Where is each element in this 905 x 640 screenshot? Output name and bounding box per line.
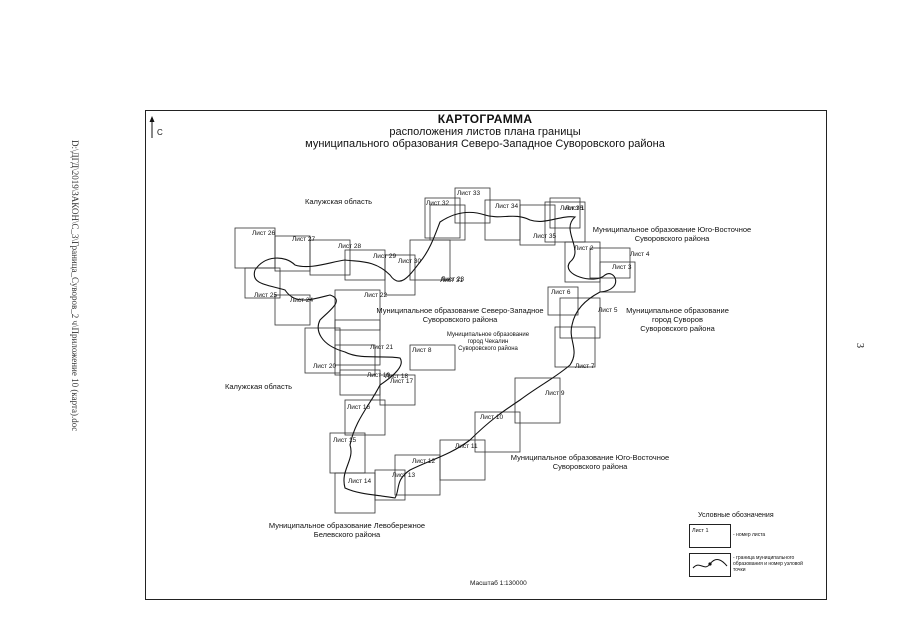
map-scale: Масштаб 1:130000 bbox=[470, 580, 527, 587]
sheet-rect-6 bbox=[547, 286, 579, 316]
sheet-label-19: Лист 19 bbox=[367, 372, 391, 379]
sheet-label-5: Лист 5 bbox=[598, 307, 618, 314]
sheet-rect-12 bbox=[394, 454, 441, 496]
municipality-boundary-line bbox=[253, 211, 617, 499]
sheet-label-7: Лист 7 bbox=[575, 363, 595, 370]
sheet-rect-7 bbox=[554, 326, 596, 368]
sheet-label-10: Лист 10 bbox=[480, 414, 504, 421]
region-chekalin: Муниципальное образование город Чекалин … bbox=[446, 332, 530, 352]
legend-title: Условные обозначения bbox=[698, 512, 774, 519]
sheet-rect-9 bbox=[514, 377, 561, 424]
sheet-rect-16 bbox=[344, 399, 386, 436]
sheet-rect-32 bbox=[424, 197, 461, 239]
sheet-rect-5 bbox=[559, 297, 601, 339]
legend-sheet-label: Лист 1 bbox=[692, 528, 709, 534]
sheet-label-25: Лист 25 bbox=[254, 292, 278, 299]
sheet-label-23: Лист 23 bbox=[441, 276, 465, 283]
legend-sheet-box bbox=[689, 524, 731, 548]
sheet-label-32: Лист 32 bbox=[426, 200, 450, 207]
title-line-1: КАРТОГРАММА bbox=[437, 112, 533, 126]
sheet-label-4: Лист 4 bbox=[630, 251, 650, 258]
sheet-label-26: Лист 26 bbox=[252, 230, 276, 237]
sheet-rect-33 bbox=[454, 187, 491, 224]
sheet-label-20: Лист 20 bbox=[313, 363, 337, 370]
sheet-label-12: Лист 12 bbox=[412, 458, 436, 465]
legend-boundary-desc: - граница муниципального образования и н… bbox=[733, 555, 803, 573]
sheet-label-33: Лист 33 bbox=[457, 190, 481, 197]
sheet-label-36: Лист 36 bbox=[560, 205, 584, 212]
region-left-bank-belev: Муниципальное образование Левобережное Б… bbox=[268, 521, 426, 539]
sheet-label-14: Лист 14 bbox=[348, 478, 372, 485]
sheet-rect-19 bbox=[334, 344, 376, 376]
region-kaluga-north: Калужская область bbox=[305, 197, 373, 206]
sheet-label-6: Лист 6 bbox=[551, 289, 571, 296]
sheet-label-28: Лист 28 bbox=[338, 243, 362, 250]
sheet-label-8: Лист 8 bbox=[412, 347, 432, 354]
sheet-rect-18 bbox=[339, 369, 381, 396]
map-frame bbox=[145, 110, 827, 600]
sheet-label-22: Лист 22 bbox=[364, 292, 388, 299]
sheet-label-17: Лист 17 bbox=[390, 378, 414, 385]
sheet-rect-35 bbox=[519, 204, 556, 246]
north-arrow-icon bbox=[149, 116, 155, 138]
sheet-label-2: Лист 2 bbox=[574, 245, 594, 252]
title-line-3: муниципального образования Северо-Западн… bbox=[305, 138, 665, 150]
region-north-west: Муниципальное образование Северо-Западно… bbox=[376, 306, 544, 324]
sheet-label-11: Лист 11 bbox=[455, 443, 478, 450]
sheet-label-3: Лист 3 bbox=[612, 264, 632, 271]
sheet-rect-22 bbox=[334, 289, 381, 331]
sheet-rect-15 bbox=[329, 432, 366, 474]
sheet-label-21: Лист 21 bbox=[370, 344, 394, 351]
sheet-label-1: Лист 1 bbox=[565, 205, 585, 212]
sheet-label-30: Лист 30 bbox=[398, 258, 422, 265]
boundary-line-icon bbox=[692, 559, 728, 569]
legend-boundary-box bbox=[689, 553, 731, 577]
sheet-rect-3 bbox=[599, 261, 636, 293]
map-title: КАРТОГРАММА расположения листов плана гр… bbox=[145, 112, 825, 150]
sheet-rect-31 bbox=[409, 239, 451, 281]
sheet-label-27: Лист 27 bbox=[292, 236, 316, 243]
sheet-rect-30 bbox=[384, 254, 416, 296]
region-south-east-top: Муниципальное образование Юго-Восточное … bbox=[592, 225, 752, 243]
sheet-label-16: Лист 16 bbox=[347, 404, 371, 411]
sheet-label-18: Лист 18 bbox=[385, 373, 409, 380]
sheet-rect-10 bbox=[474, 411, 521, 453]
sheet-rect-28 bbox=[309, 239, 351, 276]
region-kaluga-west: Калужская область bbox=[225, 382, 293, 391]
north-label: С bbox=[157, 128, 163, 137]
title-line-2: расположения листов плана границы bbox=[389, 126, 581, 138]
sheet-label-13: Лист 13 bbox=[392, 472, 416, 479]
sheet-label-35: Лист 35 bbox=[533, 233, 557, 240]
sheet-label-9: Лист 9 bbox=[545, 390, 565, 397]
sheet-label-34: Лист 34 bbox=[495, 203, 519, 210]
legend-sheet-desc: - номер листа bbox=[733, 532, 766, 538]
sheet-rect-4 bbox=[589, 247, 631, 279]
sheet-label-29: Лист 29 bbox=[373, 253, 397, 260]
sheet-rect-8 bbox=[409, 344, 456, 371]
sheet-rect-24 bbox=[274, 294, 311, 326]
region-suvorov-town: Муниципальное образование город Суворов … bbox=[626, 306, 729, 333]
sheet-label-31: Лист 31 bbox=[440, 277, 464, 284]
sheet-rect-36 bbox=[549, 197, 581, 229]
sheet-label-24: Лист 24 bbox=[290, 297, 314, 304]
region-south-east-bottom: Муниципальное образование Юго-Восточное … bbox=[510, 453, 670, 471]
sheet-label-15: Лист 15 bbox=[333, 437, 357, 444]
sheet-rect-21 bbox=[334, 319, 381, 366]
